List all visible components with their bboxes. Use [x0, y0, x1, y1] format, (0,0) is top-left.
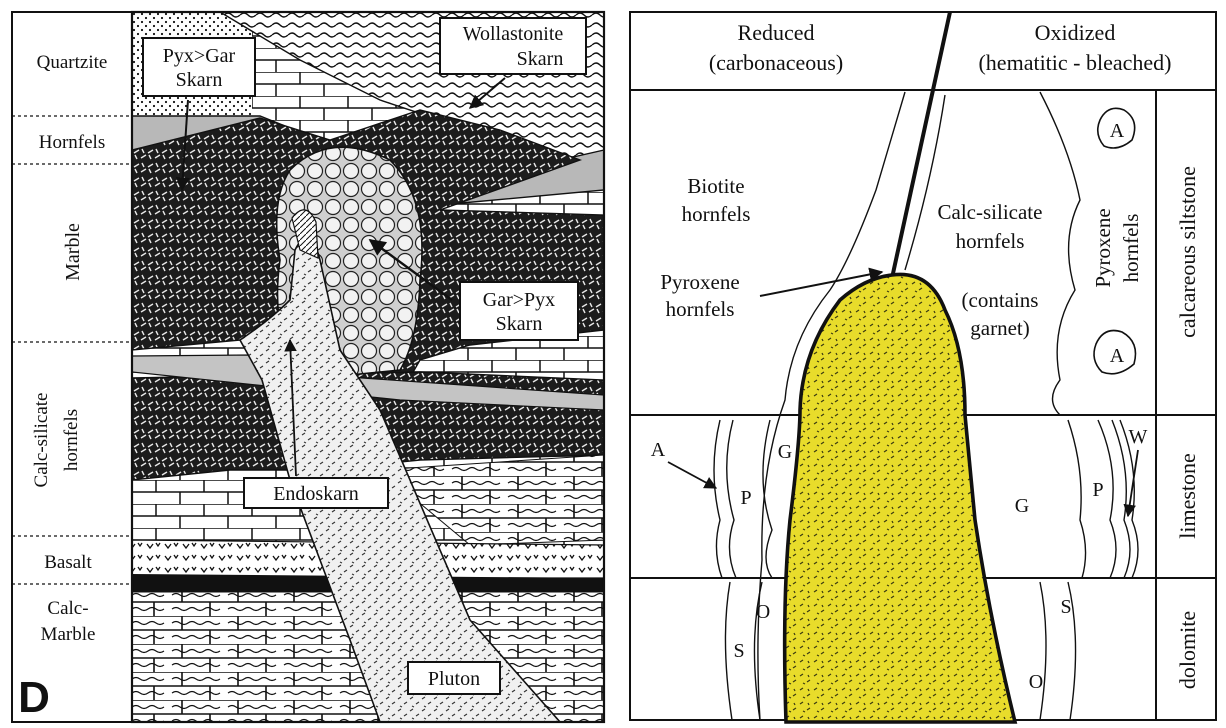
- left-panel: Quartzite Hornfels Marble Calc-silicate …: [12, 12, 604, 722]
- label-W: W: [1129, 426, 1148, 448]
- header-oxidized-1: Oxidized: [1035, 20, 1116, 45]
- label-calc-sil-1: Calc-silicate: [938, 200, 1043, 224]
- label-G-left: G: [778, 441, 792, 463]
- unit-basalt: Basalt: [44, 552, 92, 573]
- label-S-right: S: [1060, 596, 1071, 618]
- label-pyroxene-left-1: Pyroxene: [660, 270, 739, 294]
- label-G-right: G: [1015, 495, 1029, 517]
- header-oxidized-2: (hematitic - bleached): [978, 50, 1171, 75]
- unit-marble: Marble: [62, 223, 84, 281]
- label-biotite-1: Biotite: [687, 174, 744, 198]
- label-calc-sil-2: hornfels: [956, 229, 1025, 253]
- label-gar-pyx-2: Skarn: [496, 313, 543, 335]
- unit-quartzite: Quartzite: [37, 52, 108, 73]
- label-pluton: Pluton: [428, 668, 480, 690]
- unit-calc-silicate-1: Calc-silicate: [31, 393, 52, 488]
- label-A-lower: A: [1110, 345, 1125, 367]
- label-pyroxene-vert-2: hornfels: [1119, 214, 1143, 283]
- panel-letter: D: [18, 673, 50, 722]
- unit-hornfels: Hornfels: [39, 132, 105, 153]
- label-O-right: O: [1029, 671, 1043, 693]
- unit-limestone: limestone: [1175, 453, 1200, 539]
- label-endoskarn: Endoskarn: [273, 483, 359, 505]
- label-gar-pyx-1: Gar>Pyx: [483, 289, 555, 311]
- unit-calc-marble-1: Calc-: [47, 598, 88, 619]
- right-panel: Reduced (carbonaceous) Oxidized (hematit…: [630, 12, 1216, 722]
- label-A-upper: A: [1110, 120, 1125, 142]
- unit-dolomite: dolomite: [1175, 611, 1200, 689]
- label-O-left: O: [756, 601, 770, 623]
- header-reduced-2: (carbonaceous): [709, 50, 843, 75]
- unit-calc-marble-2: Marble: [41, 624, 96, 645]
- label-pyroxene-left-2: hornfels: [666, 297, 735, 321]
- label-P-right: P: [1092, 479, 1103, 501]
- unit-calc-silicate-2: hornfels: [61, 409, 82, 471]
- unit-calcareous-siltstone: calcareous siltstone: [1175, 166, 1200, 338]
- label-pyx-gar-1: Pyx>Gar: [163, 45, 236, 67]
- label-A-limestone: A: [651, 439, 666, 461]
- label-contains-2: garnet): [970, 316, 1029, 340]
- label-pyx-gar-2: Skarn: [176, 69, 223, 91]
- cross-section: Pyx>Gar Skarn Wollastonite Skarn Gar>Pyx…: [132, 12, 604, 722]
- label-P-left: P: [740, 487, 751, 509]
- label-contains-1: (contains: [962, 288, 1039, 312]
- label-wollastonite-2: Skarn: [517, 48, 564, 70]
- label-wollastonite-1: Wollastonite: [463, 23, 564, 45]
- label-biotite-2: hornfels: [682, 202, 751, 226]
- label-pyroxene-vert-1: Pyroxene: [1091, 208, 1115, 287]
- header-reduced-1: Reduced: [738, 20, 815, 45]
- label-S-left: S: [733, 640, 744, 662]
